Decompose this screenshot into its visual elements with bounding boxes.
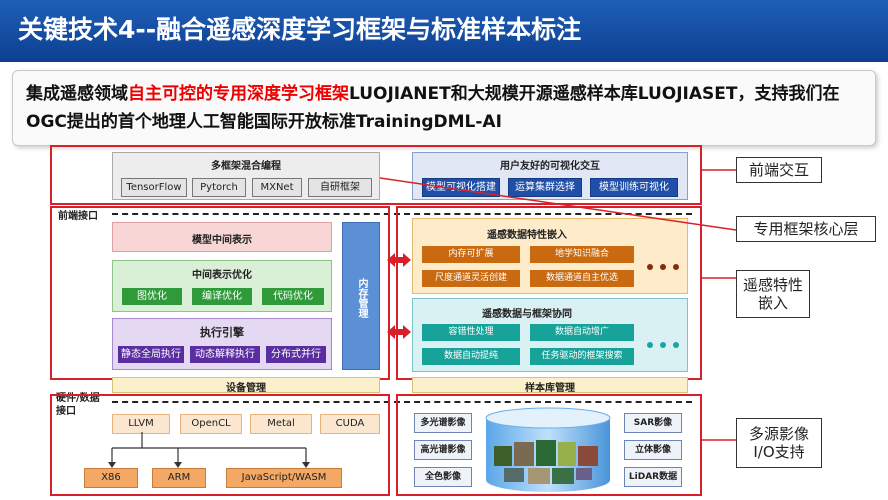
device-mgmt-label: 设备管理 (226, 383, 266, 394)
device-mgmt-box (112, 377, 380, 393)
hw-opencl: OpenCL (180, 414, 242, 434)
hw-divider (112, 401, 692, 403)
exec-engine-title: 执行引擎 (200, 326, 244, 339)
io-frame (396, 394, 702, 496)
target-arm: ARM (152, 468, 206, 488)
target-x86: X86 (84, 468, 138, 488)
hw-cuda: CUDA (320, 414, 380, 434)
bidirectional-arrows (387, 253, 411, 339)
img-hyperspectral: 高光谱影像 (414, 440, 472, 460)
hw-metal: Metal (250, 414, 312, 434)
multi-framework-title: 多框架混合编程 (211, 161, 281, 172)
intro-part2: LUOJIANET和大规模开源遥感样本库LUOJIASET，支持我们在OGC提出… (26, 84, 840, 132)
img-multispectral: 多光谱影像 (414, 413, 472, 433)
intro-panel (12, 70, 876, 146)
memory-mgmt-box (342, 222, 380, 370)
callout-core: 专用框架核心层 (736, 216, 876, 242)
rs-coop-title: 遥感数据与框架协同 (482, 309, 572, 320)
exec-dynamic: 动态解释执行 (190, 346, 260, 363)
ellipsis-dot (660, 264, 666, 270)
ellipsis-dot (647, 342, 653, 348)
visual-cluster-select: 运算集群选择 (508, 178, 582, 197)
title-bar (0, 0, 888, 62)
rs-coop-augment: 数据自动增广 (530, 324, 634, 341)
database-cylinder-icon (485, 407, 611, 492)
intro-part1: 集成遥感领域 (26, 84, 128, 104)
intro-highlight: 自主可控的专用深度学习框架 (128, 84, 349, 104)
callout-connectors (380, 169, 737, 441)
visual-train-visual: 模型训练可视化 (590, 178, 678, 197)
model-ir-box (112, 222, 332, 252)
target-js-wasm: JavaScript/WASM (226, 468, 342, 488)
rs-embed-scale: 尺度通道灵活创建 (422, 270, 520, 287)
frontend-frame (50, 145, 702, 205)
rs-embed-memory: 内存可扩展 (422, 246, 520, 263)
ir-opt-code: 代码优化 (262, 288, 324, 305)
ir-opt-graph: 图优化 (122, 288, 182, 305)
hw-connector-lines (108, 432, 310, 468)
ir-opt-title: 中间表示优化 (192, 270, 252, 281)
img-lidar: LiDAR数据 (624, 467, 682, 487)
framework-tensorflow: TensorFlow (121, 178, 187, 197)
hw-llvm: LLVM (112, 414, 170, 434)
frontend-divider (112, 213, 692, 215)
exec-static: 静态全局执行 (118, 346, 184, 363)
page-title: 关键技术4--融合遥感深度学习框架与标准样本标注 (18, 15, 582, 44)
intro-text: 集成遥感领域自主可控的专用深度学习框架LUOJIANET和大规模开源遥感样本库L… (26, 80, 866, 136)
ellipsis-dot (673, 264, 679, 270)
framework-custom: 自研框架 (308, 178, 372, 197)
img-sar: SAR影像 (624, 413, 682, 433)
rs-coop-search: 任务驱动的框架搜索 (530, 348, 634, 365)
rs-embed-geo: 地学知识融合 (530, 246, 634, 263)
frontend-interface-label: 前端接口 (58, 211, 98, 222)
exec-distributed: 分布式并行 (266, 346, 326, 363)
framework-pytorch: Pytorch (192, 178, 246, 197)
visual-ui-title: 用户友好的可视化交互 (500, 161, 600, 172)
framework-mxnet: MXNet (252, 178, 302, 197)
memory-mgmt-label: 内存管理 (356, 278, 367, 318)
ellipsis-dot (647, 264, 653, 270)
callout-io: 多源影像I/O支持 (736, 418, 822, 468)
ellipsis-dot (660, 342, 666, 348)
rs-embed-channel: 数据通道自主优选 (530, 270, 634, 287)
hw-frame (50, 394, 390, 496)
img-panchromatic: 全色影像 (414, 467, 472, 487)
rs-coop-purify: 数据自动提纯 (422, 348, 520, 365)
sample-mgmt-box (412, 377, 688, 393)
callout-frontend: 前端交互 (736, 157, 822, 183)
rs-coop-fault: 容错性处理 (422, 324, 520, 341)
sample-mgmt-label: 样本库管理 (525, 383, 575, 394)
img-stereo: 立体影像 (624, 440, 682, 460)
rs-embed-title: 遥感数据特性嵌入 (487, 230, 567, 241)
ir-opt-compile: 编译优化 (192, 288, 252, 305)
hw-interface-label: 硬件/数据接口 (56, 393, 100, 417)
model-ir-label: 模型中间表示 (192, 235, 252, 246)
callout-rs-feature: 遥感特性嵌入 (736, 270, 810, 318)
ellipsis-dot (673, 342, 679, 348)
